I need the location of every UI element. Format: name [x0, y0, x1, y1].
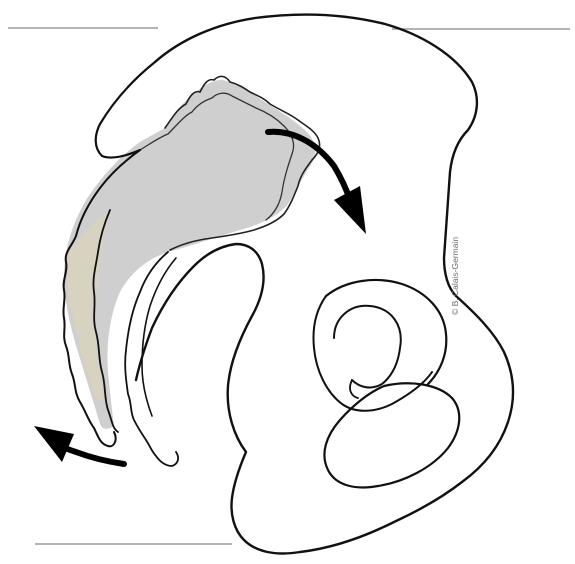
acetabulum-edge — [314, 296, 433, 411]
arrow-left-icon — [34, 426, 124, 464]
copyright-text: © B. Calais-Germain — [450, 205, 462, 315]
acetabulum-rim — [326, 280, 446, 384]
obturator-foramen — [324, 383, 459, 487]
muscle-strand-inner — [125, 252, 178, 466]
acetabulum-fossa — [334, 306, 401, 388]
muscle-strand-inner-2 — [142, 258, 176, 416]
